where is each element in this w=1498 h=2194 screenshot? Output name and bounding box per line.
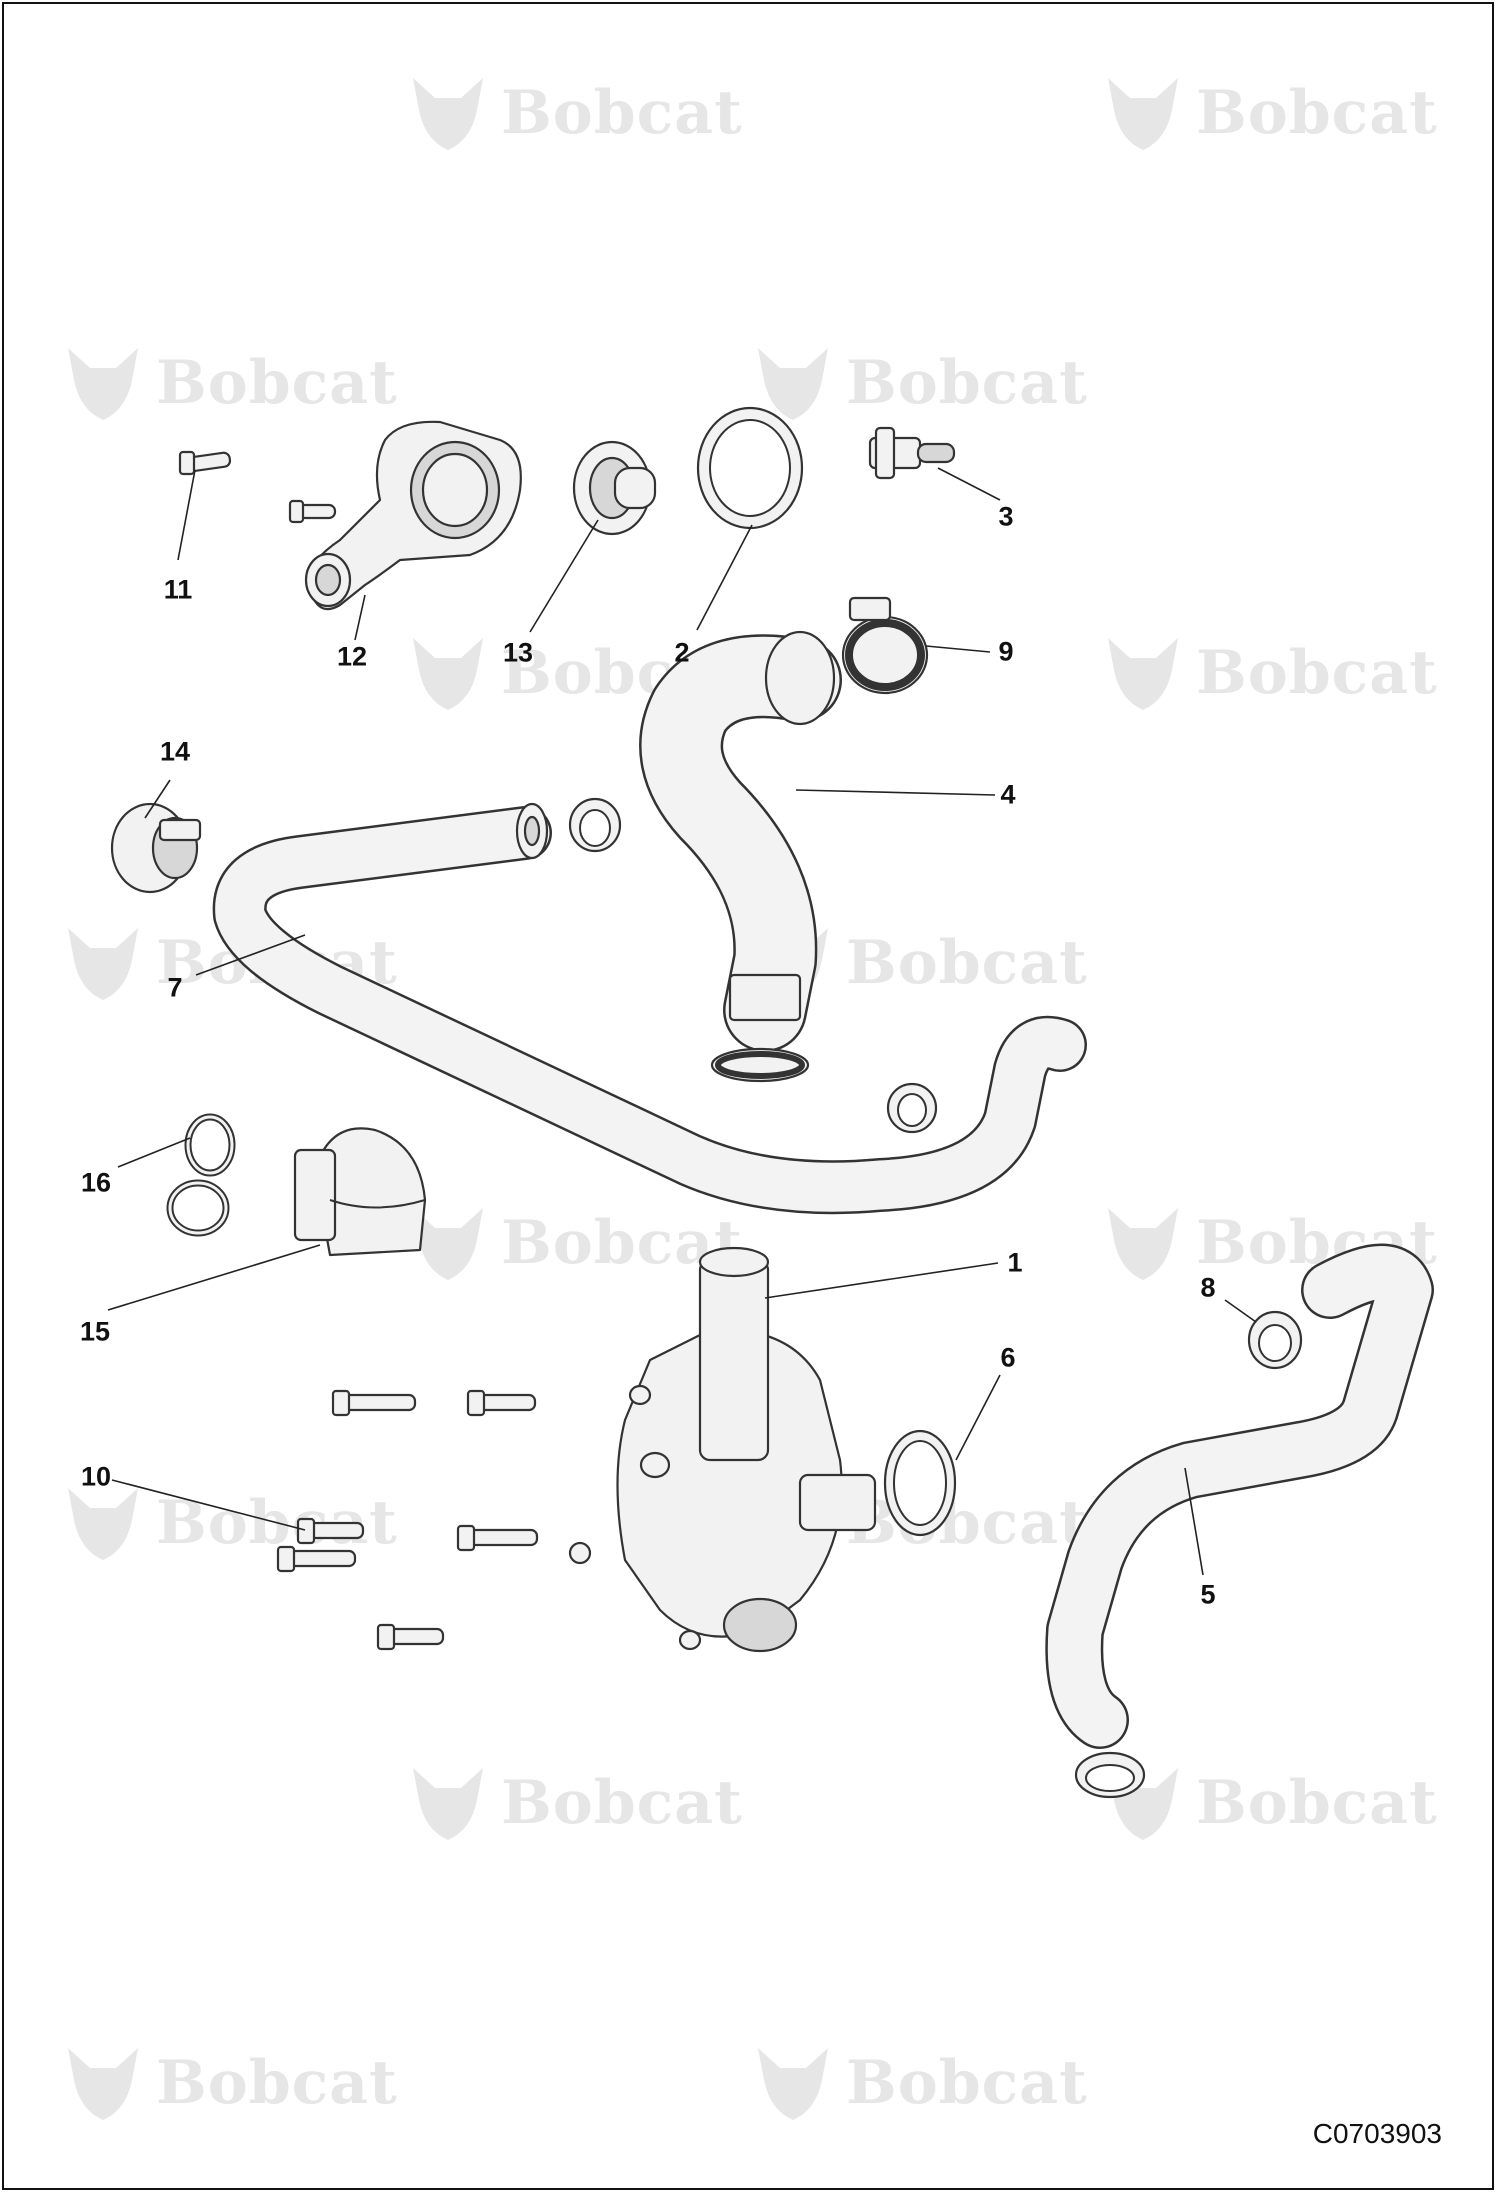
callout-10: 10 [80, 1461, 112, 1492]
callout-12: 12 [336, 641, 368, 672]
callout-4: 4 [1000, 779, 1016, 810]
callout-16: 16 [80, 1167, 112, 1198]
thermostat-13 [572, 440, 657, 536]
bypass-hose-7 [212, 802, 1087, 1215]
hose-clamp-9 [841, 596, 929, 695]
spring-clamp-16 [166, 1113, 236, 1237]
leader-lines [107, 467, 1257, 1576]
callout-9: 9 [998, 636, 1014, 667]
callout-1: 1 [1007, 1247, 1023, 1278]
callout-8: 8 [1200, 1272, 1216, 1303]
callout-2: 2 [674, 637, 690, 668]
bolt-10 [276, 1389, 539, 1651]
callout-14: 14 [159, 736, 191, 767]
hose-clamp-end [1074, 1751, 1146, 1799]
hose-clamp-lower [710, 1047, 810, 1083]
callout-11: 11 [163, 574, 193, 605]
hose-clamp-14 [110, 802, 202, 894]
hose-clamp-small [568, 797, 938, 1134]
seal-ring-2 [696, 406, 804, 530]
o-ring-6 [883, 1429, 957, 1537]
thermostat-housing-12 [304, 420, 522, 611]
lower-hose-5 [1045, 1243, 1434, 1749]
callout-13: 13 [502, 637, 534, 668]
upper-hose-4 [639, 630, 842, 1052]
callout-7: 7 [167, 972, 183, 1003]
water-pump-1 [568, 1246, 877, 1653]
callout-15: 15 [79, 1316, 111, 1347]
bolt-11 [178, 450, 337, 524]
callout-6: 6 [1000, 1342, 1016, 1373]
hose-sleeve-15 [293, 1127, 427, 1257]
callout-5: 5 [1200, 1579, 1216, 1610]
callout-3: 3 [998, 501, 1014, 532]
figure-code: C0703903 [1312, 2118, 1442, 2149]
temperature-sensor-3 [868, 426, 956, 480]
hose-clamp-8 [1247, 1310, 1303, 1370]
